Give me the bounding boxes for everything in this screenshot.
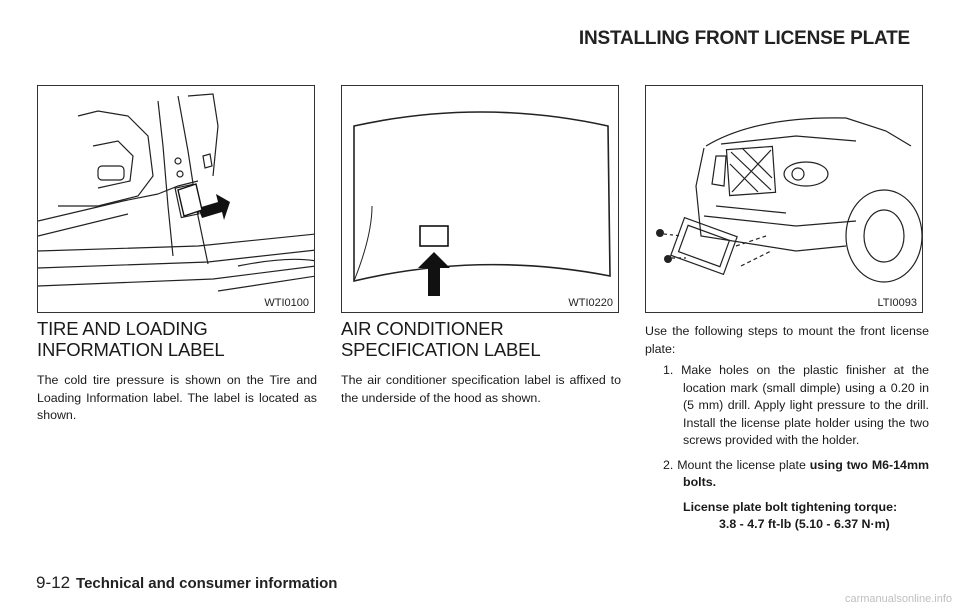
step-item: 1. Make holes on the plastic finisher at… [663,363,929,447]
step-text: 2. Mount the license plate [663,457,810,472]
figure-code: WTI0220 [567,297,614,309]
section-heading: AIR CONDITIONER SPECIFICATION LABEL [341,318,541,360]
page-footer: 9-12 Technical and consumer information [36,573,337,593]
figure-code: LTI0093 [876,297,918,309]
truck-front-illustration [656,117,922,283]
page-header-title: INSTALLING FRONT LICENSE PLATE [578,28,910,49]
torque-value: 3.8 - 4.7 ft-lb (5.10 - 6.37 N·m) [719,517,890,531]
figure-ac-label: WTI0220 [341,85,619,313]
hood-underside-illustration [353,111,611,296]
footer-section-title: Technical and consumer information [76,575,338,592]
steps-list: 1. Make holes on the plastic finisher at… [645,362,929,492]
figure-license-plate: LTI0093 [645,85,923,313]
page-number: 9-12 [36,573,71,592]
watermark: carmanualsonline.info [844,593,952,605]
figure-tire-label: WTI0100 [37,85,315,313]
section-body: The cold tire pressure is shown on the T… [37,373,317,422]
step-bold-text: using two M6-14mm bolts. [683,457,929,490]
torque-label: License plate bolt tightening torque: [683,499,898,514]
step-item: 2. Mount the license plate using two M6-… [645,457,929,492]
section-tire-label: TIRE AND LOADING INFORMATION LABEL The c… [37,318,317,425]
section-heading: TIRE AND LOADING INFORMATION LABEL [37,318,225,360]
door-jamb-illustration [38,93,314,292]
section-license-plate: Use the following steps to mount the fro… [645,318,929,534]
torque-spec: License plate bolt tightening torque: 3.… [645,499,929,534]
section-body: The air conditioner specification label … [341,373,621,405]
intro-text: Use the following steps to mount the fro… [645,324,929,356]
figure-code: WTI0100 [263,297,310,309]
section-ac-label: AIR CONDITIONER SPECIFICATION LABEL The … [341,318,621,407]
